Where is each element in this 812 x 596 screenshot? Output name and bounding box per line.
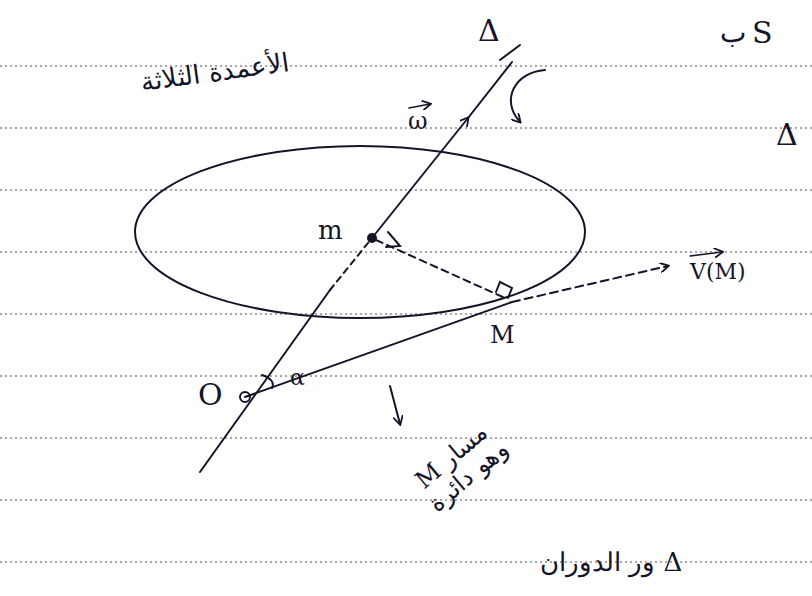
axis-name: Δ bbox=[478, 14, 500, 47]
vector-arrow bbox=[690, 252, 722, 256]
annotation: S bbox=[752, 16, 773, 49]
velocity-vector bbox=[512, 266, 668, 302]
angle-arc bbox=[262, 375, 273, 388]
velocity-name: V(M) bbox=[690, 260, 746, 284]
annotation: مسار M وهو دائرة bbox=[397, 408, 523, 526]
axis-tick bbox=[500, 45, 520, 60]
angle-name: α bbox=[290, 366, 305, 390]
angular-velocity: ω bbox=[408, 108, 428, 134]
point-name: O bbox=[198, 378, 223, 411]
position-line bbox=[245, 302, 512, 397]
rotation-arrow bbox=[511, 70, 545, 122]
ruled-lines bbox=[0, 66, 812, 562]
circular-path bbox=[135, 146, 585, 318]
right-angle-mark bbox=[496, 282, 512, 298]
annotation: ور الدوران Δ bbox=[540, 548, 682, 577]
radius-line bbox=[376, 240, 505, 298]
leader-arrow bbox=[390, 386, 400, 424]
annotation: ب bbox=[720, 18, 746, 49]
rotation-axis bbox=[330, 238, 372, 290]
origin-point bbox=[240, 392, 250, 402]
rotation-axis bbox=[468, 62, 512, 118]
point-name: M bbox=[490, 322, 515, 348]
right-angle-mark bbox=[386, 232, 400, 247]
annotation: الأعمدة الثلاثة bbox=[139, 48, 291, 97]
center-point bbox=[367, 233, 377, 243]
axis-name: Δ bbox=[776, 118, 798, 151]
omega-vector bbox=[372, 118, 468, 238]
point-name: m bbox=[318, 216, 343, 245]
